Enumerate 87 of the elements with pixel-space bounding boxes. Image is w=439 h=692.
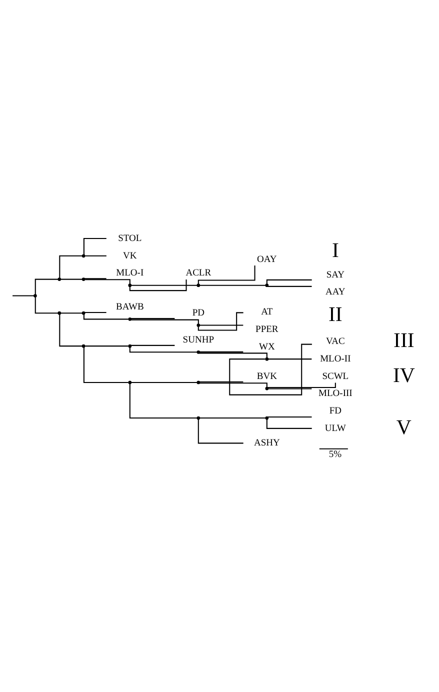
- connector: [268, 416, 312, 417]
- node-text: ULW: [324, 423, 346, 434]
- node-text: VK: [123, 250, 137, 261]
- node-text: AT: [261, 307, 273, 318]
- node-point: [265, 386, 269, 390]
- connector: [268, 358, 312, 360]
- node-point: [196, 380, 200, 384]
- connector: [199, 352, 268, 358]
- node-text: SCWL: [322, 371, 349, 382]
- connector: [198, 418, 244, 444]
- connector: [200, 324, 244, 326]
- label: IV: [392, 362, 415, 386]
- node-point: [58, 310, 62, 314]
- connector: [200, 380, 244, 382]
- connector: [34, 278, 58, 294]
- node-point: [58, 277, 62, 280]
- connector: [85, 254, 106, 256]
- node-text: FD: [329, 406, 342, 416]
- connector: [60, 312, 82, 314]
- node-text: PD: [192, 308, 204, 318]
- connector: [129, 278, 187, 291]
- connector: [85, 345, 128, 346]
- connector: [200, 382, 268, 387]
- label: II: [328, 302, 342, 326]
- connector: [266, 418, 312, 428]
- label: I: [332, 237, 339, 262]
- node-point: [265, 356, 269, 360]
- node-text: PPER: [256, 324, 278, 335]
- node-text: STOL: [118, 233, 142, 244]
- node-point: [82, 344, 86, 348]
- connector: [59, 254, 82, 278]
- connector: [83, 314, 128, 320]
- node-point: [82, 254, 86, 258]
- node-text: MLO-III: [318, 388, 352, 399]
- node-point: [128, 317, 132, 320]
- connector: [200, 417, 266, 418]
- node-point: [82, 310, 86, 314]
- connector: [129, 384, 197, 418]
- connector: [268, 388, 312, 389]
- node-text: SAY: [326, 270, 345, 280]
- node-text: BAWB: [116, 302, 144, 312]
- node-text: WX: [258, 342, 275, 352]
- node-point: [128, 283, 132, 287]
- connector: [266, 278, 312, 284]
- node-point: [196, 283, 200, 287]
- node-point: [196, 350, 200, 354]
- connector: [268, 285, 312, 286]
- connector: [84, 278, 106, 279]
- label: 5%: [328, 449, 342, 460]
- connector: [229, 343, 312, 395]
- node-text: VAC: [326, 336, 345, 347]
- connector: [131, 318, 199, 324]
- node-point: [265, 416, 269, 420]
- connector: [85, 278, 130, 284]
- node-text: ACLR: [186, 268, 212, 278]
- node-text: AAY: [326, 287, 346, 298]
- connector: [12, 294, 34, 296]
- connector: [131, 284, 197, 286]
- node-point: [128, 380, 132, 384]
- node-text: BVK: [256, 371, 277, 382]
- connector: [198, 312, 244, 330]
- connector: [60, 278, 82, 280]
- connector: [83, 346, 128, 382]
- label: V: [396, 414, 412, 438]
- connector: [34, 296, 58, 314]
- node-text: OAY: [257, 254, 277, 264]
- connector: [200, 350, 244, 352]
- connector: [84, 311, 106, 312]
- connector: [129, 346, 197, 352]
- label: III: [394, 328, 414, 352]
- node-point: [34, 294, 37, 297]
- node-text: ASHY: [254, 438, 280, 448]
- node-text: SUNHP: [182, 334, 214, 345]
- node-point: [128, 344, 132, 348]
- connector: [198, 265, 256, 284]
- connector: [131, 381, 197, 382]
- node-point: [265, 283, 269, 287]
- node-text: MLO-II: [320, 354, 351, 364]
- connector: [131, 318, 175, 319]
- connector: [59, 314, 82, 346]
- node-text: MLO-I: [116, 268, 144, 278]
- connector: [200, 284, 266, 286]
- node-point: [196, 323, 200, 326]
- connector: [83, 238, 106, 254]
- node-point: [196, 416, 200, 420]
- connector: [131, 344, 175, 346]
- node-point: [82, 277, 86, 280]
